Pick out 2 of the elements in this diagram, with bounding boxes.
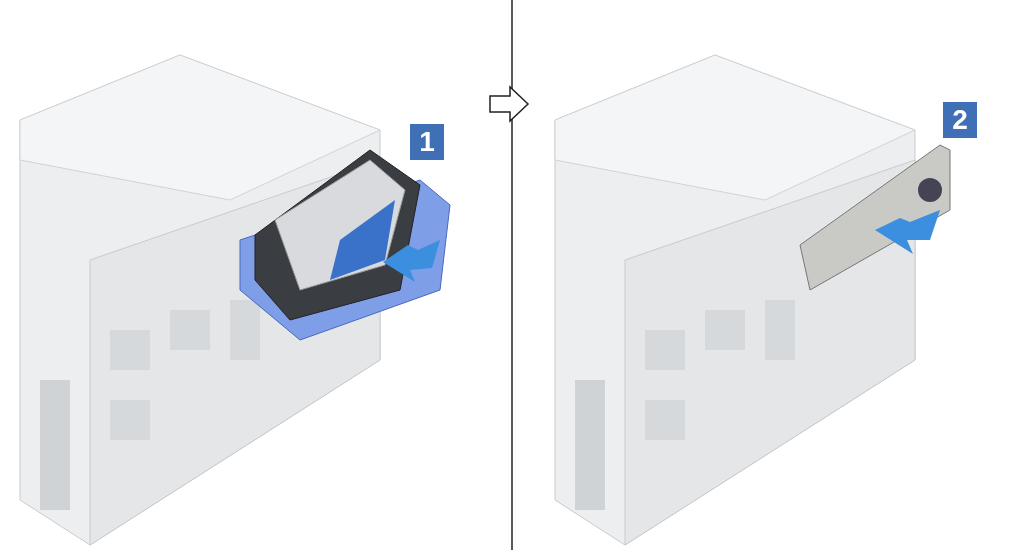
callout-number: 1 (410, 124, 444, 160)
callout-number: 2 (943, 102, 977, 138)
